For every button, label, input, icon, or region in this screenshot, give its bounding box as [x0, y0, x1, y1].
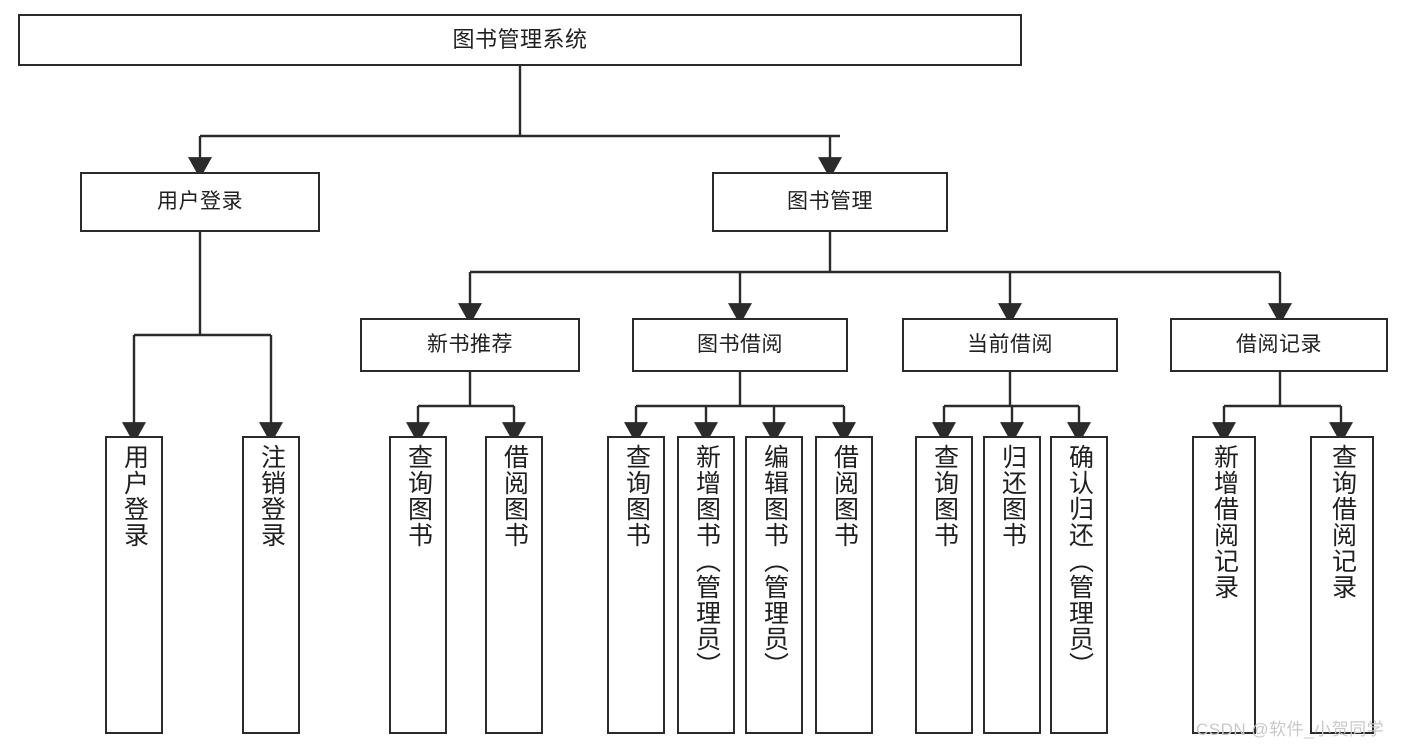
leaf-borrow-add-book-admin[interactable]: 新增图书（管理员）: [677, 436, 735, 734]
node-label: 借阅图书: [830, 444, 859, 548]
leaf-borrow-borrow-book[interactable]: 借阅图书: [815, 436, 873, 734]
node-current-borrow[interactable]: 当前借阅: [902, 318, 1118, 372]
node-root-system[interactable]: 图书管理系统: [18, 14, 1022, 66]
node-label: 新增借阅记录: [1210, 444, 1239, 600]
node-label: 当前借阅: [967, 333, 1053, 357]
node-label: 查询借阅记录: [1328, 444, 1357, 600]
leaf-current-confirm-return-admin[interactable]: 确认归还（管理员）: [1050, 436, 1108, 734]
leaf-user-login-signout[interactable]: 注销登录: [242, 436, 300, 734]
node-label: 编辑图书（管理员）: [760, 444, 789, 678]
node-label: 图书借阅: [697, 333, 783, 357]
node-label: 归还图书: [998, 444, 1027, 548]
node-label: 新增图书（管理员）: [692, 444, 721, 678]
node-book-borrow[interactable]: 图书借阅: [632, 318, 848, 372]
node-book-management[interactable]: 图书管理: [712, 172, 948, 232]
node-label: 新书推荐: [427, 333, 513, 357]
leaf-recommend-query-book[interactable]: 查询图书: [389, 436, 447, 734]
leaf-record-add-record[interactable]: 新增借阅记录: [1192, 436, 1256, 734]
node-label: 确认归还（管理员）: [1065, 444, 1094, 678]
node-borrow-record[interactable]: 借阅记录: [1170, 318, 1388, 372]
leaf-record-query-record[interactable]: 查询借阅记录: [1310, 436, 1374, 734]
leaf-user-login-signin[interactable]: 用户登录: [105, 436, 163, 734]
node-label: 查询图书: [622, 444, 651, 548]
node-new-book-recommend[interactable]: 新书推荐: [360, 318, 580, 372]
node-label: 注销登录: [257, 444, 286, 548]
node-label: 图书管理: [787, 190, 873, 214]
leaf-recommend-borrow-book[interactable]: 借阅图书: [485, 436, 543, 734]
node-label: 查询图书: [930, 444, 959, 548]
node-label: 用户登录: [157, 190, 243, 214]
leaf-current-return-book[interactable]: 归还图书: [983, 436, 1041, 734]
node-label: 用户登录: [120, 444, 149, 548]
node-label: 借阅图书: [500, 444, 529, 548]
leaf-borrow-edit-book-admin[interactable]: 编辑图书（管理员）: [745, 436, 803, 734]
node-label: 借阅记录: [1236, 333, 1322, 357]
csdn-watermark: CSDN @软件_小贺同学: [1196, 720, 1385, 739]
leaf-current-query-book[interactable]: 查询图书: [915, 436, 973, 734]
leaf-borrow-query-book[interactable]: 查询图书: [607, 436, 665, 734]
node-label: 图书管理系统: [452, 26, 588, 52]
node-user-login[interactable]: 用户登录: [80, 172, 320, 232]
node-label: 查询图书: [404, 444, 433, 548]
